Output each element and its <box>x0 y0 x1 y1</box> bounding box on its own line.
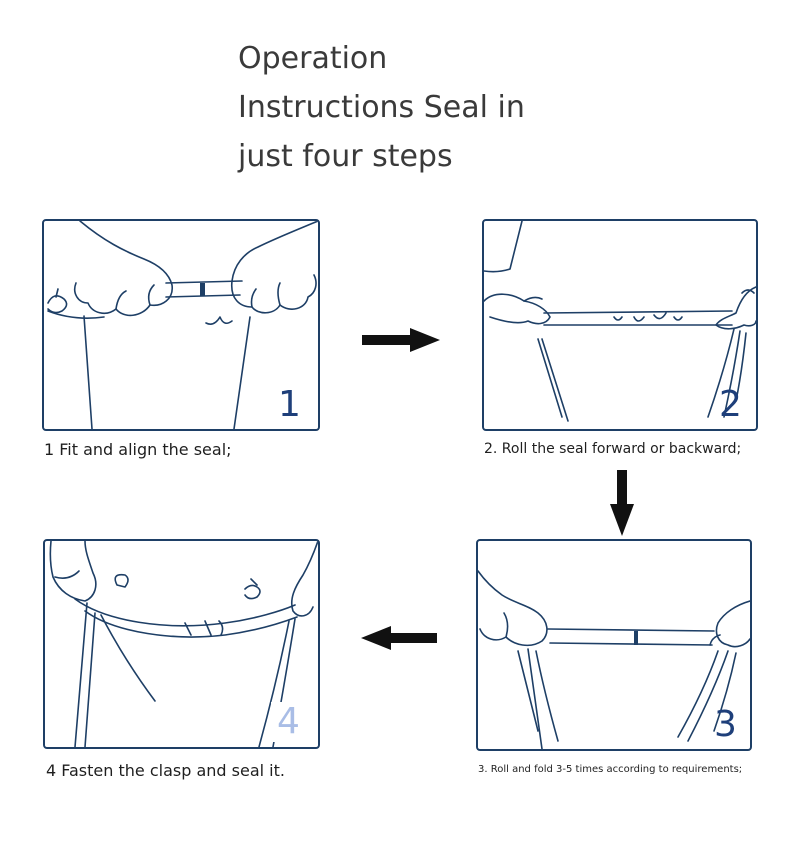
left-arrow-icon <box>361 626 437 650</box>
step-2-caption: 2. Roll the seal forward or backward; <box>484 441 742 457</box>
page-title: Operation Instructions Seal in just four… <box>238 34 638 181</box>
step-2-panel: 2 <box>482 219 758 431</box>
down-arrow-icon <box>610 470 634 536</box>
step-1-number: 1 <box>278 384 301 425</box>
step-1-caption: 1 Fit and align the seal; <box>44 440 232 459</box>
step-4-caption: 4 Fasten the clasp and seal it. <box>46 761 285 780</box>
step-1-illustration <box>47 221 318 429</box>
step-3-number: 3 <box>714 704 737 745</box>
step-4-number: 4 <box>271 702 306 742</box>
step-3-illustration <box>478 570 750 749</box>
step-2-number: 2 <box>719 384 742 425</box>
step-3-caption: 3. Roll and fold 3-5 times according to … <box>478 764 743 775</box>
step-4-panel: 4 <box>43 539 320 749</box>
title-line-2: Instructions Seal in <box>238 90 525 125</box>
step-4-illustration <box>49 541 318 747</box>
step-1-panel: 1 <box>42 219 320 431</box>
step-3-panel: 3 <box>476 539 752 751</box>
title-line-1: Operation <box>238 41 388 76</box>
step-2-illustration <box>484 221 756 422</box>
title-line-3: just four steps <box>238 139 453 174</box>
right-arrow-icon <box>362 328 440 352</box>
